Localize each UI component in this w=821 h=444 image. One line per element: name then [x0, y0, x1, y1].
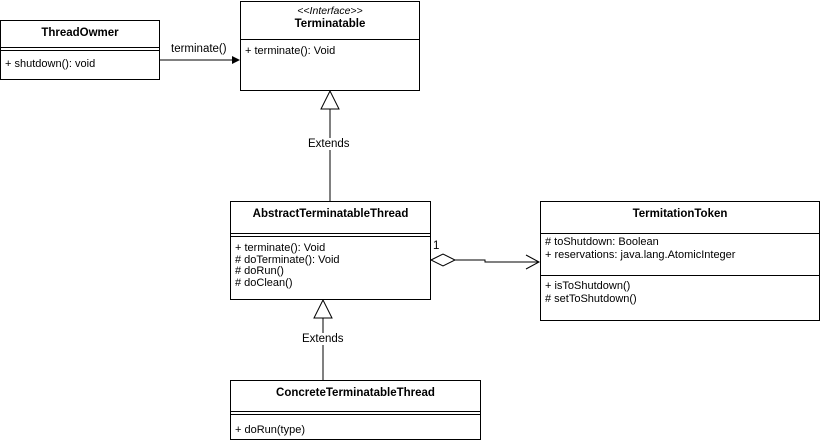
extends-label-upper: Extends — [308, 138, 350, 150]
attribute: + reservations: java.lang.AtomicInteger — [545, 249, 736, 261]
class-name: ConcreteTerminatableThread — [276, 387, 435, 399]
stereotype: <<Interface>> — [297, 5, 363, 17]
empty-attribute-compartment — [231, 411, 480, 415]
divider — [541, 275, 819, 276]
aggregation-line — [455, 259, 538, 263]
multiplicity-label: 1 — [433, 240, 440, 252]
method: + isToShutdown() — [545, 280, 631, 292]
class-thread-owner: ThreadOwmer + shutdown(): void — [0, 20, 160, 80]
generalization-triangle-1 — [320, 89, 340, 110]
class-terminatable: <<Interface>> Terminatable + terminate()… — [240, 1, 420, 91]
method: + terminate(): Void — [245, 45, 336, 57]
class-concrete-terminatable-thread: ConcreteTerminatableThread + doRun(type) — [230, 380, 481, 440]
attribute-list: # toShutdown: Boolean + reservations: ja… — [541, 236, 819, 262]
method: # doRun() — [235, 265, 284, 277]
method: + doRun(type) — [235, 424, 306, 436]
class-name: Terminatable — [294, 18, 366, 30]
aggregation-diamond — [429, 253, 457, 267]
empty-attribute-compartment — [1, 47, 159, 51]
method: # setToShutdown() — [545, 293, 637, 305]
divider — [541, 233, 819, 234]
extends-label-lower: Extends — [302, 333, 344, 345]
class-name: AbstractTerminatableThread — [252, 208, 409, 220]
method-list: + isToShutdown() # setToShutdown() — [541, 280, 819, 306]
class-name: ThreadOwmer — [41, 27, 119, 39]
attribute: # toShutdown: Boolean — [545, 236, 659, 248]
method: # doTerminate(): Void — [235, 253, 340, 266]
class-name: TermitationToken — [632, 208, 728, 220]
class-abstract-terminatable-thread: AbstractTerminatableThread + terminate()… — [230, 201, 431, 300]
empty-attribute-compartment — [231, 233, 430, 237]
generalization-triangle-2 — [313, 298, 333, 319]
association-label: terminate() — [171, 43, 227, 55]
method: + terminate(): Void — [235, 242, 326, 254]
method: # doClean() — [235, 276, 293, 289]
method: + shutdown(): void — [5, 58, 96, 70]
open-arrowhead — [525, 254, 541, 270]
class-termitation-token: TermitationToken # toShutdown: Boolean +… — [540, 201, 820, 321]
arrowhead — [232, 56, 240, 64]
method-list: + terminate(): Void # doTerminate(): Voi… — [231, 242, 430, 289]
divider — [241, 39, 419, 40]
